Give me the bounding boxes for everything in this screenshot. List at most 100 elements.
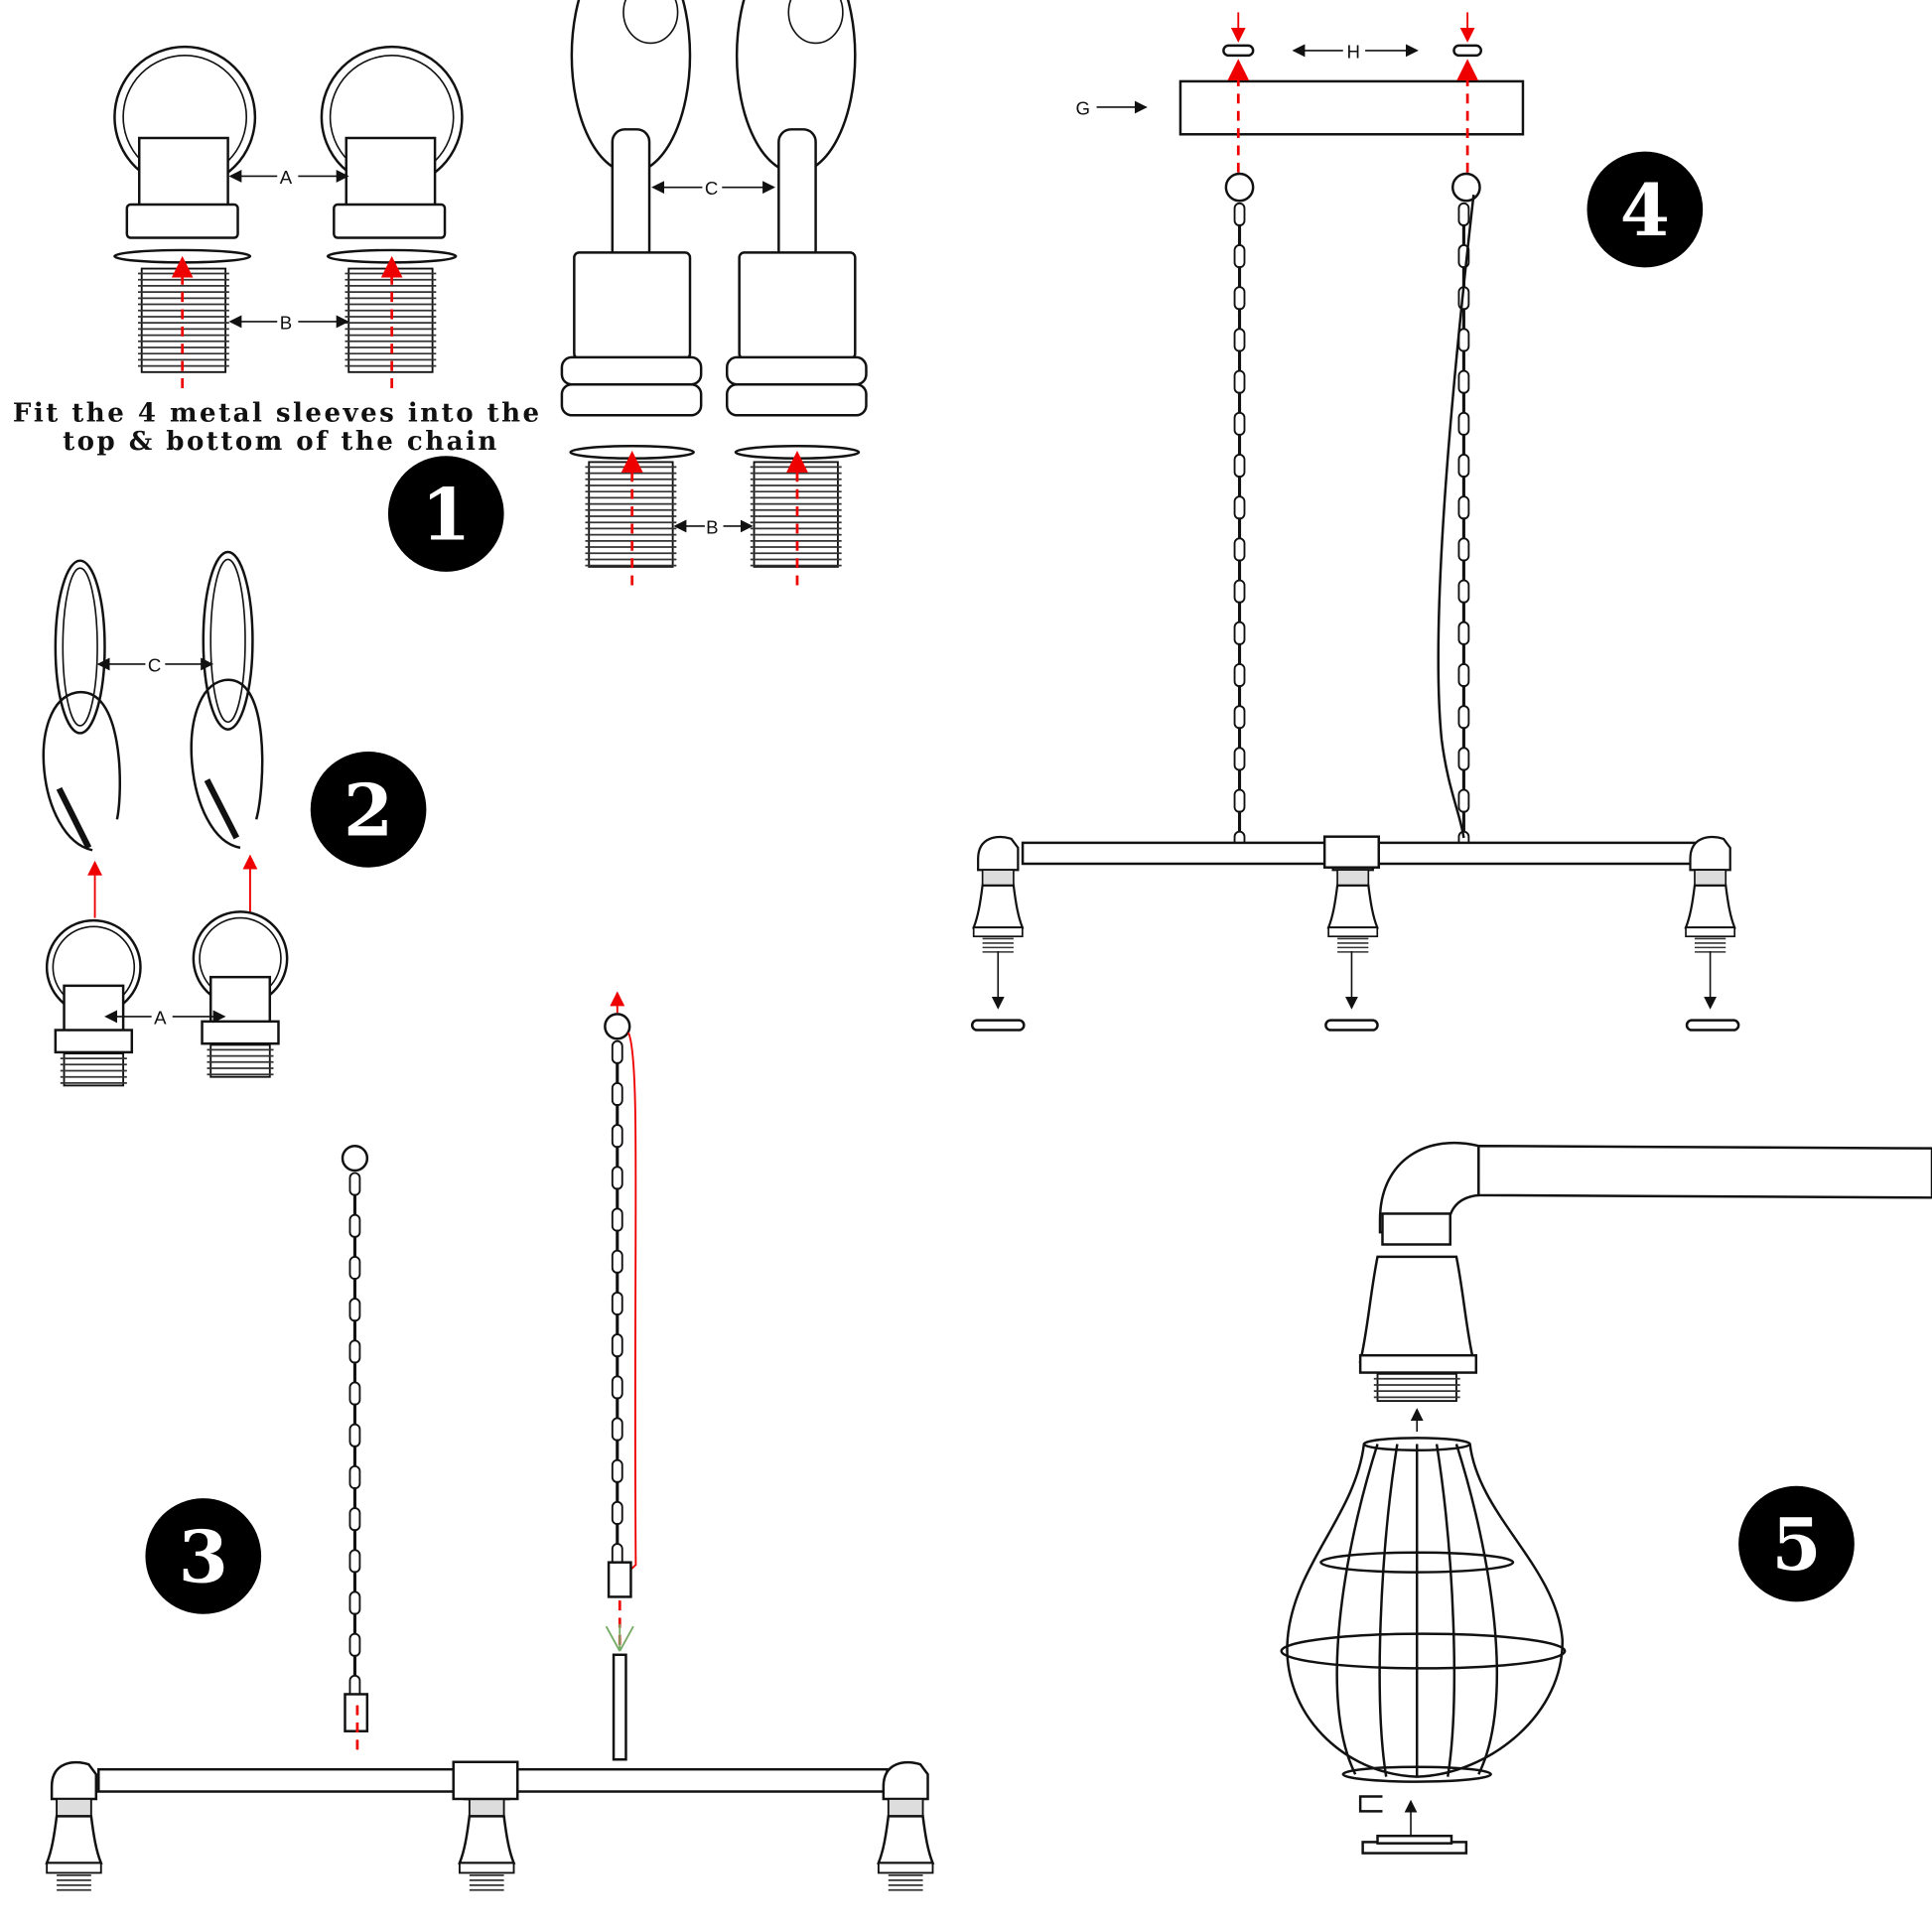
chain-link bbox=[1457, 705, 1470, 730]
chain-link bbox=[1233, 495, 1246, 520]
step-badge-3: 3 bbox=[145, 1498, 262, 1614]
chain-link bbox=[611, 1333, 623, 1358]
elbow-fitting bbox=[1689, 835, 1731, 872]
sleeve-right bbox=[320, 45, 464, 264]
chain-link bbox=[348, 1298, 361, 1322]
step-3-fixture bbox=[45, 991, 935, 1891]
thread-step5 bbox=[1373, 1372, 1460, 1403]
elbow-fitting bbox=[977, 835, 1020, 872]
elbow-fitting bbox=[50, 1760, 98, 1801]
label-g: G bbox=[1075, 97, 1089, 118]
chain-link bbox=[1457, 411, 1470, 437]
caption-line-1: Fit the 4 metal sleeves into the bbox=[13, 398, 542, 428]
socket-rim bbox=[1685, 926, 1736, 938]
label-a-step2: A bbox=[154, 1007, 167, 1028]
socket-body bbox=[972, 884, 1025, 929]
elbow-fitting bbox=[882, 1760, 929, 1801]
socket-step4-right bbox=[1684, 835, 1736, 953]
label-a: A bbox=[280, 167, 293, 188]
chain-link bbox=[1233, 454, 1246, 479]
chain-link bbox=[1457, 747, 1470, 771]
socket-collar bbox=[468, 1798, 505, 1818]
chain-link bbox=[1233, 244, 1246, 269]
chain-link bbox=[1233, 328, 1246, 352]
step-badge-5: 5 bbox=[1738, 1485, 1855, 1602]
chain-link bbox=[1233, 747, 1246, 771]
chain-link bbox=[348, 1507, 361, 1532]
socket-collar bbox=[1694, 869, 1727, 887]
step-number: 1 bbox=[421, 473, 471, 557]
chain-link bbox=[348, 1381, 361, 1406]
chain-link bbox=[1233, 537, 1246, 562]
chain-link bbox=[348, 1632, 361, 1657]
chain-link bbox=[611, 1291, 623, 1316]
thread-b-right bbox=[345, 267, 437, 373]
chain-step4-right bbox=[1457, 202, 1470, 855]
chain-link bbox=[348, 1423, 361, 1448]
chain-link bbox=[611, 1039, 623, 1064]
chain-link bbox=[1233, 411, 1246, 437]
chain-link bbox=[1457, 328, 1470, 352]
socket-rim bbox=[972, 926, 1024, 938]
chain-link bbox=[348, 1590, 361, 1615]
step-2-links: C A bbox=[42, 550, 289, 1087]
chain-link bbox=[348, 1255, 361, 1281]
socket-collar bbox=[981, 869, 1015, 887]
thread-step2-left bbox=[60, 1052, 127, 1087]
chain-step4-left bbox=[1233, 202, 1246, 855]
chain-link bbox=[611, 1081, 623, 1107]
chain-link bbox=[348, 1549, 361, 1574]
socket-rim bbox=[46, 1862, 102, 1874]
step-1-chain-sleeves: C B bbox=[560, 0, 868, 586]
socket-step3-right bbox=[877, 1760, 935, 1891]
socket-collar bbox=[1336, 869, 1370, 887]
caption-line-2: top & bottom of the chain bbox=[63, 427, 499, 457]
thread-step2-right bbox=[207, 1043, 274, 1078]
chain-link bbox=[611, 1417, 623, 1442]
chain-link bbox=[611, 1124, 623, 1149]
chain-link bbox=[611, 1458, 623, 1483]
socket-body bbox=[1326, 884, 1379, 929]
socket-step3-left bbox=[45, 1760, 103, 1891]
socket-step4-left bbox=[972, 835, 1025, 953]
label-b: B bbox=[280, 312, 292, 333]
chain-link bbox=[1457, 202, 1470, 227]
chain-link bbox=[348, 1339, 361, 1364]
socket-rim bbox=[877, 1862, 934, 1874]
chain-link bbox=[611, 1249, 623, 1274]
chain-link bbox=[1457, 454, 1470, 479]
label-h: H bbox=[1346, 41, 1359, 62]
socket-collar bbox=[887, 1798, 924, 1818]
chain-link bbox=[1233, 705, 1246, 730]
step-number: 3 bbox=[179, 1515, 228, 1599]
chain-link bbox=[1233, 202, 1246, 227]
label-c-step2: C bbox=[148, 654, 161, 675]
chain-link bbox=[1233, 369, 1246, 394]
chain-right bbox=[611, 1039, 623, 1568]
chain-link bbox=[348, 1213, 361, 1238]
chain-link bbox=[1457, 621, 1470, 646]
socket-body bbox=[1684, 884, 1736, 929]
chain-link bbox=[1233, 621, 1246, 646]
chain-link bbox=[611, 1166, 623, 1190]
chain-link bbox=[1233, 579, 1246, 604]
step-5-cage bbox=[1280, 1141, 1932, 1855]
chain-link bbox=[1457, 537, 1470, 562]
chain-left bbox=[348, 1172, 361, 1700]
step-badge-4: 4 bbox=[1587, 151, 1704, 268]
socket-body bbox=[458, 1815, 516, 1864]
chain-link bbox=[611, 1500, 623, 1526]
cage-shade bbox=[1280, 1437, 1567, 1783]
socket-body bbox=[877, 1815, 935, 1864]
step-badge-1: 1 bbox=[387, 456, 504, 572]
socket-collar bbox=[56, 1798, 92, 1818]
chain-link bbox=[348, 1464, 361, 1490]
chain-link bbox=[1457, 663, 1470, 688]
chain-link bbox=[348, 1172, 361, 1196]
step-4-fixture: G H bbox=[970, 12, 1740, 1032]
step-number: 5 bbox=[1771, 1502, 1821, 1587]
chain-link bbox=[1233, 663, 1246, 688]
chain-link bbox=[1457, 788, 1470, 813]
step-number: 4 bbox=[1620, 168, 1670, 252]
label-b-mid: B bbox=[706, 516, 718, 537]
